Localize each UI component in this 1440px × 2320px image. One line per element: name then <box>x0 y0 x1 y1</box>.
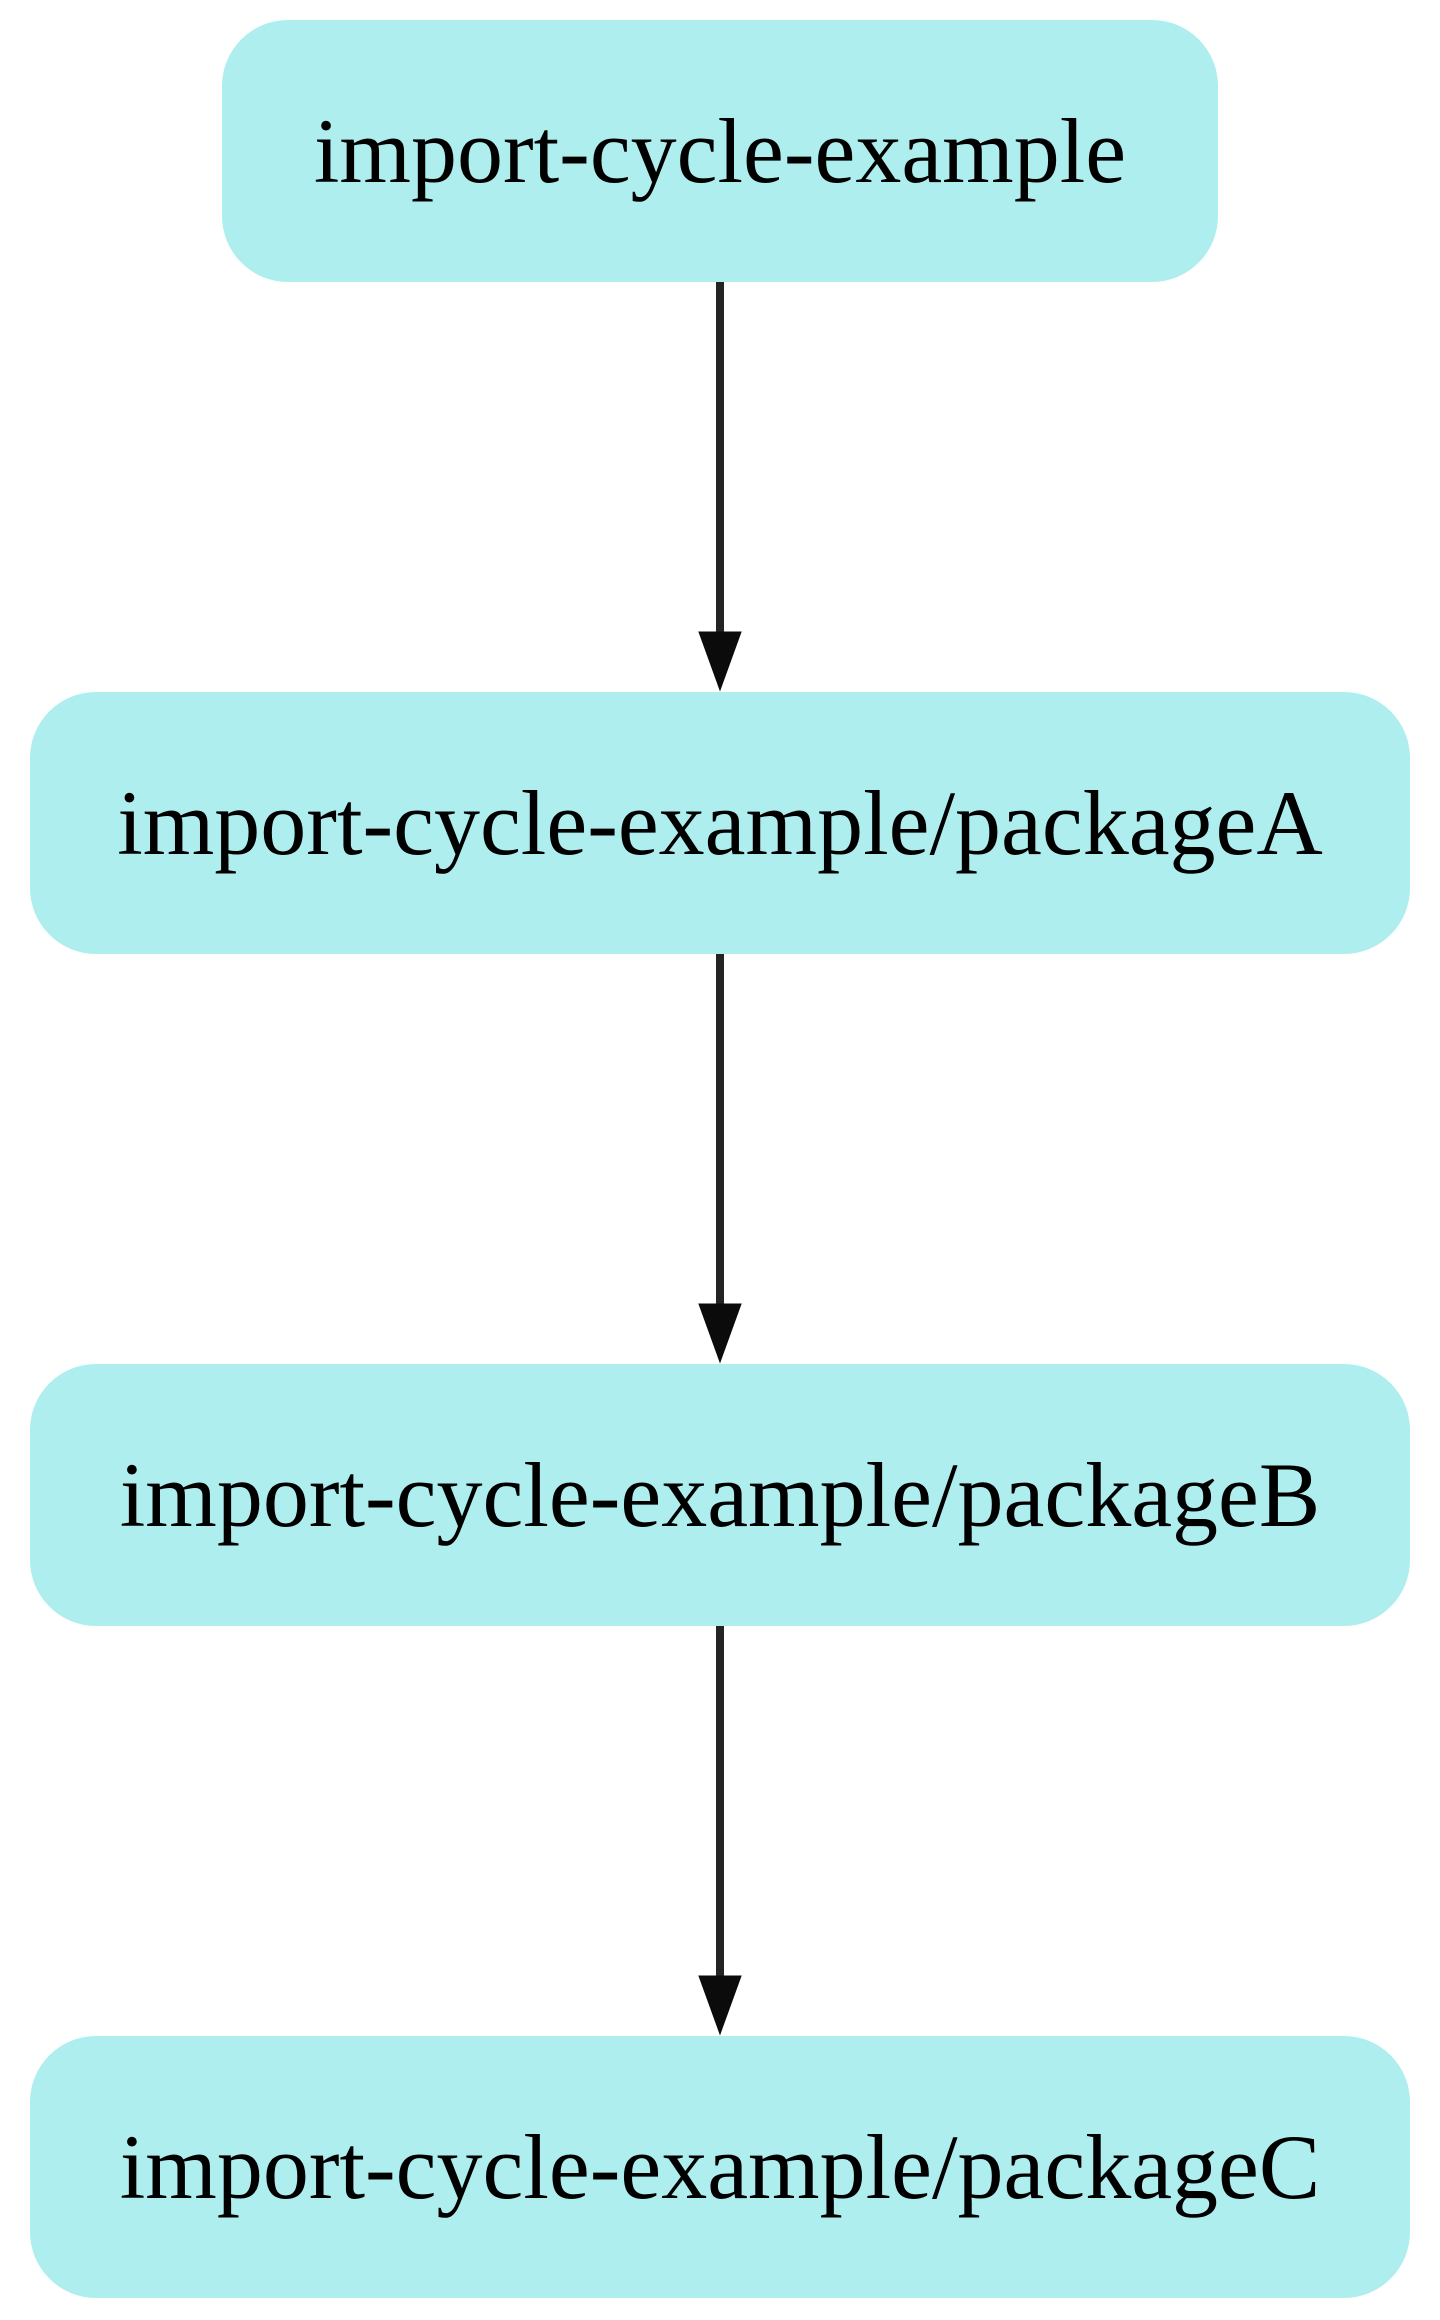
node-label: import-cycle-example/packageB <box>119 1444 1321 1546</box>
edge-arrow-icon <box>698 282 742 692</box>
node-label: import-cycle-example/packageA <box>117 772 1323 874</box>
edge-arrow-icon <box>698 1626 742 2036</box>
node-label: import-cycle-example/packageC <box>119 2116 1321 2218</box>
node-import-cycle-example: import-cycle-example <box>222 20 1218 282</box>
node-packageC: import-cycle-example/packageC <box>30 2036 1410 2298</box>
edge-arrow-icon <box>698 954 742 1364</box>
node-packageA: import-cycle-example/packageA <box>30 692 1410 954</box>
node-label: import-cycle-example <box>313 100 1127 202</box>
node-packageB: import-cycle-example/packageB <box>30 1364 1410 1626</box>
